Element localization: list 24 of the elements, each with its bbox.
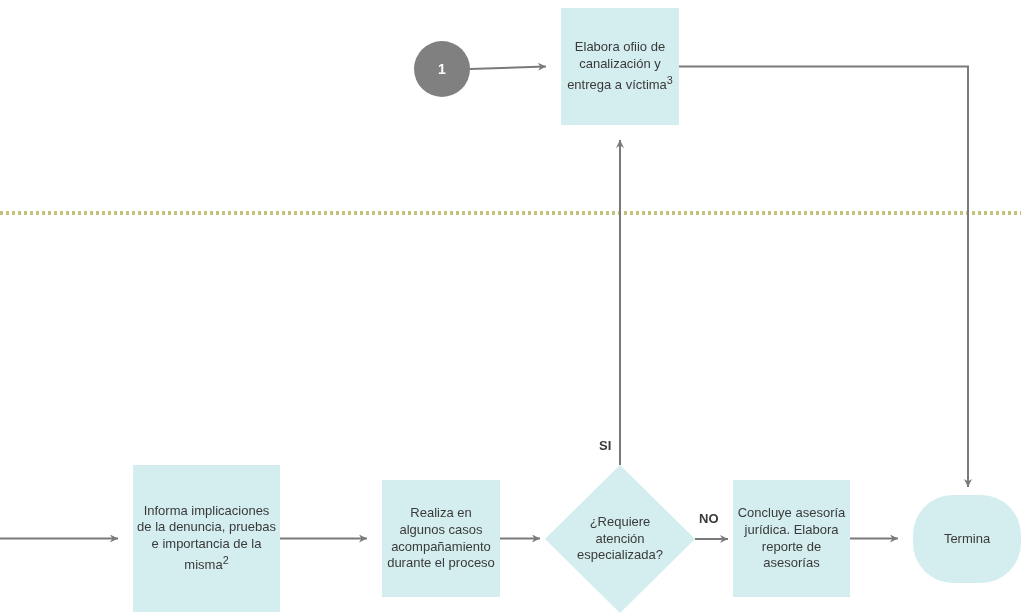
node-label: ¿Requiere atención especializada?	[576, 513, 664, 565]
arrow	[694, 535, 729, 543]
process-box	[382, 480, 500, 597]
arrow	[616, 139, 624, 466]
arrow	[279, 534, 368, 543]
arrow	[849, 534, 899, 543]
process-box	[733, 480, 850, 597]
decision-diamond	[545, 465, 695, 613]
node-label: Termina	[943, 530, 991, 548]
process-box	[133, 465, 280, 612]
node-label: 1	[438, 59, 446, 79]
node-label: Elabora ofiio de canalización y entrega a víctima$^{3}$	[566, 39, 674, 94]
start-circle	[414, 41, 470, 97]
node-label: Concluye asesoría jurídica. Elabora reporte de asesorías	[737, 504, 846, 573]
node-label: Informa implicaciones de la denuncia, pruebas e importancia de la misma$^{2}$	[137, 502, 276, 575]
edge-label: SI	[597, 438, 614, 453]
arrow	[0, 534, 119, 543]
node-label: Realiza en algunos casos acompañamiento durante el proceso	[386, 504, 496, 573]
arrow	[469, 62, 547, 71]
arrow	[499, 534, 541, 543]
arrow	[678, 65, 972, 488]
edge-label: NO	[697, 511, 721, 526]
process-box	[561, 8, 679, 125]
terminal-shape	[913, 495, 1021, 583]
